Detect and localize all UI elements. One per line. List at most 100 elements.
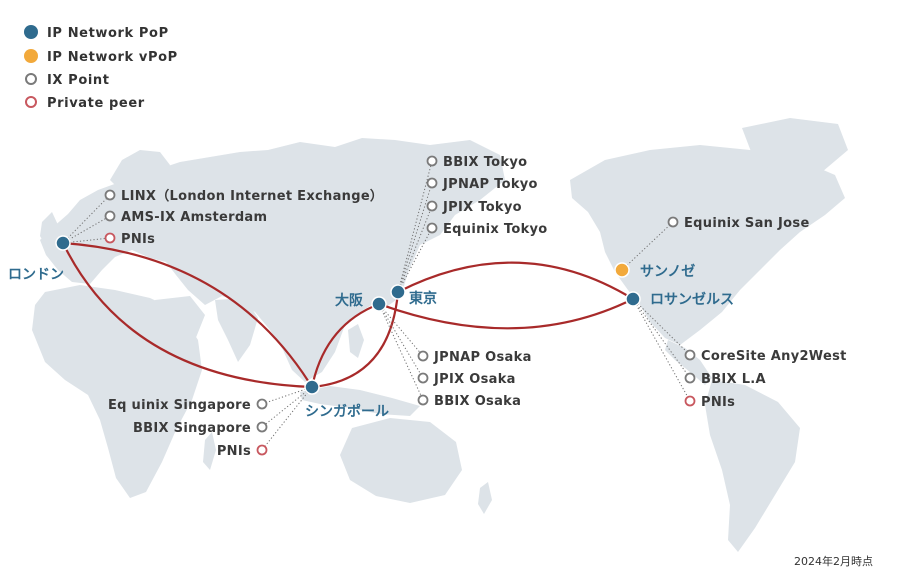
private-ring-icon	[256, 444, 268, 456]
ix-ring-icon	[426, 222, 438, 234]
land-south-america	[705, 380, 800, 552]
city-label-london: ロンドン	[8, 267, 64, 283]
ix-label-bbix-osaka: BBIX Osaka	[434, 394, 521, 409]
link-singapore-osaka	[310, 302, 380, 388]
city-labels: ロンドン シンガポール 大阪 東京 サンノゼ ロサンゼルス	[8, 263, 734, 420]
ix-group-osaka: JPNAP Osaka JPIX Osaka BBIX Osaka	[417, 350, 532, 409]
ix-ring-icon	[417, 372, 429, 384]
land-newzealand	[478, 482, 492, 514]
as-of-note: 2024年2月時点	[794, 554, 873, 568]
legend-vpop-icon	[24, 49, 38, 63]
ix-label-equinix-singapore: Eq uinix Singapore	[108, 398, 251, 413]
link-tokyo-la-north	[397, 261, 634, 300]
ix-label-equinix-tokyo: Equinix Tokyo	[443, 222, 548, 237]
leader-lines	[62, 160, 691, 451]
land-africa	[32, 285, 202, 498]
legend-label-ix: IX Point	[47, 73, 110, 88]
ix-group-sanjose: Equinix San Jose	[667, 216, 810, 231]
ix-ring-icon	[104, 210, 116, 222]
land-indonesia	[300, 386, 420, 416]
ix-group-losangeles: CoreSite Any2West BBIX L.A PNIs	[684, 349, 847, 410]
ix-label-la-pnis: PNIs	[701, 395, 735, 410]
ix-label-jpnap-osaka: JPNAP Osaka	[433, 350, 532, 365]
land-greenland	[742, 118, 848, 176]
ix-ring-icon	[256, 398, 268, 410]
ix-ring-icon	[684, 372, 696, 384]
land-scandinavia	[110, 150, 170, 192]
link-singapore-tokyo	[311, 291, 400, 389]
land-australia	[340, 418, 462, 503]
private-ring-icon	[684, 395, 696, 407]
land-north-america	[570, 145, 845, 345]
backbone-links	[62, 241, 634, 389]
ix-label-amsix: AMS-IX Amsterdam	[121, 210, 267, 225]
ix-label-bbix-singapore: BBIX Singapore	[133, 421, 251, 436]
leader-sanjose-1	[621, 221, 674, 271]
ix-ring-icon	[256, 421, 268, 433]
legend-ix-icon	[25, 73, 37, 85]
legend-label-pop: IP Network PoP	[47, 26, 169, 41]
pop-singapore-icon	[304, 379, 320, 395]
city-label-osaka: 大阪	[335, 292, 364, 309]
city-label-losangeles: ロサンゼルス	[650, 291, 734, 308]
ix-group-tokyo: BBIX Tokyo JPNAP Tokyo JPIX Tokyo Equini…	[426, 155, 548, 237]
pop-markers	[55, 235, 641, 395]
land-philippines	[348, 324, 364, 358]
legend: IP Network PoP IP Network vPoP IX Point …	[24, 25, 178, 111]
ix-label-jpix-osaka: JPIX Osaka	[433, 372, 516, 387]
city-label-singapore: シンガポール	[305, 403, 389, 420]
legend-pop-icon	[24, 25, 38, 39]
world-land	[32, 118, 848, 552]
ix-label-singapore-pnis: PNIs	[217, 444, 251, 459]
leader-la-2	[632, 298, 691, 379]
city-label-tokyo: 東京	[409, 290, 437, 307]
land-india	[215, 298, 258, 362]
leader-london-3	[62, 237, 111, 244]
leader-osaka-2	[378, 303, 424, 379]
leader-london-1	[62, 194, 111, 244]
ix-ring-icon	[426, 177, 438, 189]
ix-ring-icon	[417, 350, 429, 362]
leader-la-3	[632, 298, 691, 402]
leader-london-2	[62, 215, 111, 244]
ix-label-bbix-tokyo: BBIX Tokyo	[443, 155, 527, 170]
link-london-singapore-north	[62, 241, 313, 388]
ix-label-coresite: CoreSite Any2West	[701, 349, 847, 364]
leader-osaka-1	[378, 303, 424, 357]
vpop-sanjose-icon	[614, 262, 630, 278]
land-japan	[378, 252, 410, 308]
ix-label-jpix-tokyo: JPIX Tokyo	[442, 200, 522, 215]
ix-group-singapore: Eq uinix Singapore BBIX Singapore PNIs	[108, 398, 268, 459]
pop-losangeles-icon	[625, 291, 641, 307]
legend-label-private: Private peer	[47, 96, 145, 111]
link-osaka-la-south	[378, 298, 634, 330]
link-london-singapore-south	[62, 242, 313, 389]
legend-private-icon	[25, 96, 37, 108]
land-central-america	[665, 340, 712, 385]
land-eurasia	[40, 138, 505, 382]
ix-label-linx: LINX（London Internet Exchange）	[121, 188, 383, 204]
land-arabia	[155, 296, 205, 342]
land-britain	[40, 212, 58, 246]
ix-ring-icon	[426, 155, 438, 167]
land-madagascar	[203, 432, 216, 470]
ix-ring-icon	[684, 349, 696, 361]
legend-label-vpop: IP Network vPoP	[47, 50, 178, 65]
ix-label-equinix-sanjose: Equinix San Jose	[684, 216, 810, 231]
ix-ring-icon	[667, 216, 679, 228]
pop-london-icon	[55, 235, 71, 251]
leader-singapore-2	[261, 386, 313, 428]
pop-osaka-icon	[371, 296, 387, 312]
ix-ring-icon	[417, 394, 429, 406]
city-label-sanjose: サンノゼ	[640, 263, 695, 280]
private-ring-icon	[104, 232, 116, 244]
ix-label-jpnap-tokyo: JPNAP Tokyo	[442, 177, 538, 192]
pop-tokyo-icon	[390, 284, 406, 300]
ix-ring-icon	[426, 200, 438, 212]
ix-label-london-pnis: PNIs	[121, 232, 155, 247]
ix-ring-icon	[104, 189, 116, 201]
ix-label-bbix-la: BBIX L.A	[701, 372, 766, 387]
leader-tokyo-1	[397, 160, 433, 293]
